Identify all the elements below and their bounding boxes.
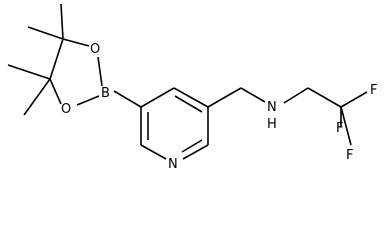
atom-label-n-amine: N xyxy=(267,100,277,115)
atom-label-o-lower: O xyxy=(61,102,71,117)
atom-label-b: B xyxy=(101,86,110,101)
bond-c1-c2 xyxy=(49,38,64,80)
bond-c-f-right xyxy=(340,91,368,108)
bond-b-ring xyxy=(113,90,142,108)
atom-label-n-pyridine: N xyxy=(168,157,178,172)
atom-label-f-top: F xyxy=(336,121,343,136)
bond-c4-c3 xyxy=(173,87,209,108)
bond-c5-c4 xyxy=(140,87,175,108)
atom-label-f-right: F xyxy=(370,83,377,98)
bond-ch2-nh xyxy=(240,87,266,103)
atom-label-o-upper: O xyxy=(90,42,100,57)
bond-c-f-bottom xyxy=(340,106,352,146)
methyl-groups xyxy=(7,3,64,116)
bond-c2-me4 xyxy=(23,78,51,116)
side-chain xyxy=(207,87,368,146)
bond-n-c6 xyxy=(140,144,167,160)
bond-c2-me3 xyxy=(7,64,51,80)
bond-o1-c1 xyxy=(62,38,90,47)
bond-b-o1 xyxy=(97,56,103,87)
structure-diagram: B O O N N H F F F xyxy=(7,3,377,172)
dioxaborolane-ring xyxy=(49,38,103,106)
bond-nh-ch2 xyxy=(283,87,309,104)
molecule-drawing: B O O N N H F F F xyxy=(7,3,377,172)
bond-c3-ch2 xyxy=(207,87,242,108)
bond-c2-n xyxy=(182,144,209,160)
bond-c1-me1 xyxy=(60,3,64,40)
bond-o2-b xyxy=(76,95,100,106)
atom-label-h-amine: H xyxy=(267,117,277,132)
bond-c2-n-inner xyxy=(181,139,203,153)
bond-c1-me2 xyxy=(27,26,64,40)
bond-c2-o2 xyxy=(49,78,62,105)
atom-label-f-bottom: F xyxy=(346,148,353,163)
pyridine-ring xyxy=(140,87,209,160)
bond-c4-c3-inner xyxy=(174,95,203,113)
bond-ch2-cf3 xyxy=(307,87,342,108)
